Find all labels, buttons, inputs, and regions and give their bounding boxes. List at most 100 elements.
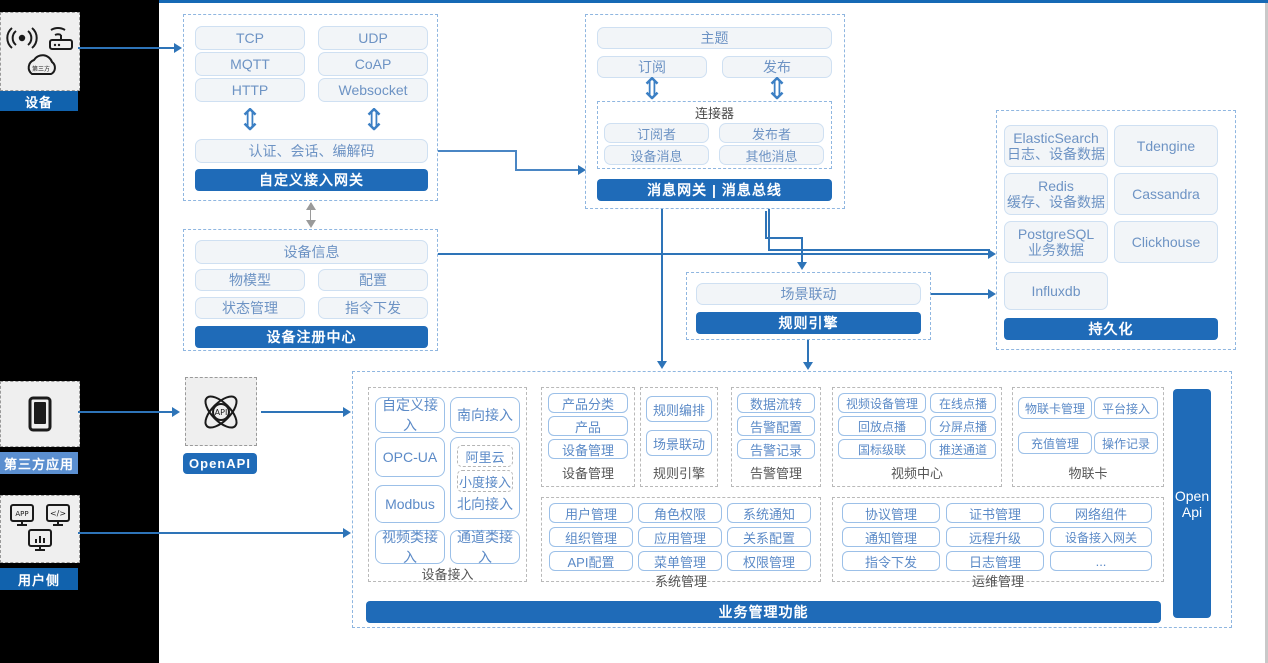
video-chip-device-manage[interactable]: 视频设备管理: [838, 393, 926, 413]
device-access-chip-aliyun[interactable]: 阿里云: [457, 445, 513, 467]
connector-chip-publisher[interactable]: 发布者: [719, 123, 824, 143]
device-access-chip-opcua[interactable]: OPC-UA: [375, 437, 445, 477]
sys-chip-role-permission[interactable]: 角色权限: [638, 503, 722, 523]
alarm-management-group: [731, 387, 821, 487]
persistence-chip-cassandra[interactable]: Cassandra: [1114, 173, 1218, 215]
video-chip-gb-cascade[interactable]: 国标级联: [838, 439, 926, 459]
ops-chip-device-access-gateway[interactable]: 设备接入网关: [1050, 527, 1152, 547]
iot-chip-card-manage[interactable]: 物联卡管理: [1018, 397, 1092, 419]
persistence-chip-influxdb[interactable]: Influxdb: [1004, 272, 1108, 310]
device-access-chip-xiaodu[interactable]: 小度接入: [457, 470, 513, 492]
device-info-chip[interactable]: 设备信息: [195, 240, 428, 264]
rail-icons-user-side: APP </>: [0, 495, 80, 563]
protocol-chip-mqtt[interactable]: MQTT: [195, 52, 305, 76]
protocol-chip-http[interactable]: HTTP: [195, 78, 305, 102]
persistence-name: ElasticSearch: [1013, 129, 1099, 146]
alarm-chip-data-flow[interactable]: 数据流转: [737, 393, 815, 413]
iot-chip-operation-log[interactable]: 操作记录: [1094, 432, 1158, 454]
message-gateway-group: [585, 14, 845, 209]
ops-chip-command-dispatch[interactable]: 指令下发: [842, 551, 940, 571]
device-access-chip-custom[interactable]: 自定义接入: [375, 397, 445, 433]
protocol-chip-udp[interactable]: UDP: [318, 26, 428, 50]
connector-msg-to-rule-v1: [765, 211, 767, 239]
ops-chip-protocol-manage[interactable]: 协议管理: [842, 503, 940, 523]
iot-chip-platform-access[interactable]: 平台接入: [1094, 397, 1158, 419]
auth-session-codec-chip[interactable]: 认证、会话、编解码: [195, 139, 428, 163]
connector-chip-device-message[interactable]: 设备消息: [604, 145, 709, 165]
connector-rule-to-persistence: [931, 293, 990, 295]
ops-chip-certificate-manage[interactable]: 证书管理: [946, 503, 1044, 523]
device-registry-chip-thing-model[interactable]: 物模型: [195, 269, 305, 291]
publish-chip[interactable]: 发布: [722, 56, 832, 78]
video-chip-playback[interactable]: 回放点播: [838, 416, 926, 436]
device-registry-chip-state[interactable]: 状态管理: [195, 297, 305, 319]
video-chip-push-channel[interactable]: 推送通道: [930, 439, 996, 459]
rail-icons-device: 第三方: [0, 12, 80, 91]
openapi-side-line1: Open: [1174, 487, 1210, 504]
device-mgmt-chip-product[interactable]: 产品: [548, 416, 628, 436]
device-management-group: [541, 387, 635, 487]
video-chip-split-screen[interactable]: 分屏点播: [930, 416, 996, 436]
sys-chip-permission-manage[interactable]: 权限管理: [727, 551, 811, 571]
sys-chip-user-manage[interactable]: 用户管理: [549, 503, 633, 523]
ops-chip-remote-upgrade[interactable]: 远程升级: [946, 527, 1044, 547]
device-management-caption: 设备管理: [561, 465, 614, 481]
rule-chip-orchestration[interactable]: 规则编排: [646, 396, 712, 422]
arrow-gateway-to-msg: [578, 165, 586, 175]
subscribe-chip[interactable]: 订阅: [597, 56, 707, 78]
sys-chip-menu-manage[interactable]: 菜单管理: [638, 551, 722, 571]
alarm-chip-config[interactable]: 告警配置: [737, 416, 815, 436]
persistence-sub: 日志、设备数据: [1007, 146, 1105, 162]
device-access-chip-southbound[interactable]: 南向接入: [450, 397, 520, 433]
ops-chip-more[interactable]: ...: [1050, 551, 1152, 571]
ops-chip-log-manage[interactable]: 日志管理: [946, 551, 1044, 571]
persistence-group: [996, 110, 1236, 350]
northbound-label: 北向接入: [457, 496, 513, 512]
alarm-chip-record[interactable]: 告警记录: [737, 439, 815, 459]
connector-chip-subscriber[interactable]: 订阅者: [604, 123, 709, 143]
sys-chip-relation-config[interactable]: 关系配置: [727, 527, 811, 547]
openapi-side-line2: Api: [1181, 503, 1203, 520]
protocol-chip-websocket[interactable]: Websocket: [318, 78, 428, 102]
right-scroll-edge: [1265, 3, 1268, 663]
device-registry-chip-config[interactable]: 配置: [318, 269, 428, 291]
persistence-chip-tdengine[interactable]: Tdengine: [1114, 125, 1218, 167]
ops-chip-network-component[interactable]: 网络组件: [1050, 503, 1152, 523]
device-access-chip-modbus[interactable]: Modbus: [375, 485, 445, 523]
video-chip-live[interactable]: 在线点播: [930, 393, 996, 413]
device-registry-chip-command[interactable]: 指令下发: [318, 297, 428, 319]
persistence-chip-redis[interactable]: Redis 缓存、设备数据: [1004, 173, 1108, 215]
sys-chip-notification[interactable]: 系统通知: [727, 503, 811, 523]
video-center-caption: 视频中心: [890, 465, 943, 481]
mobile-phone-icon: [28, 396, 52, 432]
protocol-chip-coap[interactable]: CoAP: [318, 52, 428, 76]
rail-label-user-side: 用户侧: [0, 568, 78, 590]
sys-chip-api-config[interactable]: API配置: [549, 551, 633, 571]
connector-msg-to-business-v: [661, 209, 663, 364]
scene-linkage-chip[interactable]: 场景联动: [696, 283, 921, 305]
access-gateway-group: [183, 14, 438, 201]
rail-icons-third-party: [0, 381, 80, 447]
rule-chip-scene-linkage[interactable]: 场景联动: [646, 430, 712, 456]
connector-chip-other-message[interactable]: 其他消息: [719, 145, 824, 165]
persistence-chip-elasticsearch[interactable]: ElasticSearch 日志、设备数据: [1004, 125, 1108, 167]
connector-userside-to-business: [78, 532, 345, 534]
protocol-chip-tcp[interactable]: TCP: [195, 26, 305, 50]
device-mgmt-chip-device-manage[interactable]: 设备管理: [548, 439, 628, 459]
sys-chip-org-manage[interactable]: 组织管理: [549, 527, 633, 547]
iot-chip-recharge[interactable]: 充值管理: [1018, 432, 1092, 454]
device-access-chip-channel[interactable]: 通道类接入: [450, 529, 520, 565]
rule-engine-bar: 规则引擎: [696, 312, 921, 334]
device-access-chip-video[interactable]: 视频类接入: [375, 529, 445, 565]
rule-engine-group: [686, 272, 931, 340]
ops-chip-notification-manage[interactable]: 通知管理: [842, 527, 940, 547]
operations-management-caption: 运维管理: [971, 573, 1024, 589]
persistence-chip-postgresql[interactable]: PostgreSQL 业务数据: [1004, 221, 1108, 263]
topic-chip[interactable]: 主题: [597, 27, 832, 49]
sys-chip-app-manage[interactable]: 应用管理: [638, 527, 722, 547]
arrow-rule-to-business: [803, 362, 813, 370]
business-function-bar: 业务管理功能: [366, 601, 1161, 623]
device-mgmt-chip-product-category[interactable]: 产品分类: [548, 393, 628, 413]
system-management-caption: 系统管理: [654, 573, 707, 589]
persistence-chip-clickhouse[interactable]: Clickhouse: [1114, 221, 1218, 263]
